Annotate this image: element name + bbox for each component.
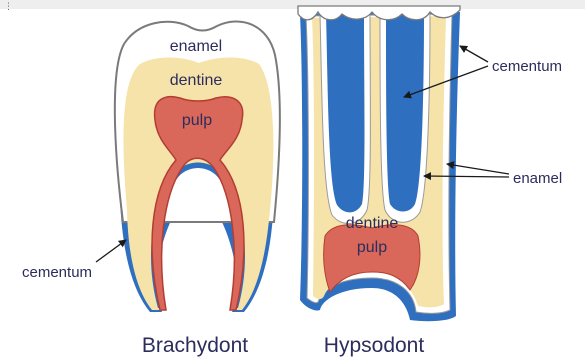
hypsodont-enamel-label: enamel xyxy=(513,170,562,187)
hypsodont-enamel-arrow-outer xyxy=(447,164,509,174)
brachydont-enamel-label: enamel xyxy=(170,38,222,55)
brachydont-cementum-arrow xyxy=(96,240,126,262)
brachydont-tooth xyxy=(115,22,280,312)
brachydont-cementum-label: cementum xyxy=(22,264,92,281)
hypsodont-caption: Hypsodont xyxy=(324,334,425,357)
hypsodont-dentine-label: dentine xyxy=(346,215,399,232)
brachydont-caption: Brachydont xyxy=(142,334,248,357)
hypsodont-pulp-label: pulp xyxy=(357,239,387,256)
brachydont-pulp-label: pulp xyxy=(182,112,212,129)
brachydont-dentine-label: dentine xyxy=(170,72,223,89)
menu-dots-icon: ⋮ xyxy=(4,1,13,11)
top-strip xyxy=(0,0,585,9)
hypsodont-cementum-arrow-outer xyxy=(460,46,488,62)
hypsodont-tooth xyxy=(298,6,460,321)
hypsodont-cementum-label: cementum xyxy=(492,58,562,75)
